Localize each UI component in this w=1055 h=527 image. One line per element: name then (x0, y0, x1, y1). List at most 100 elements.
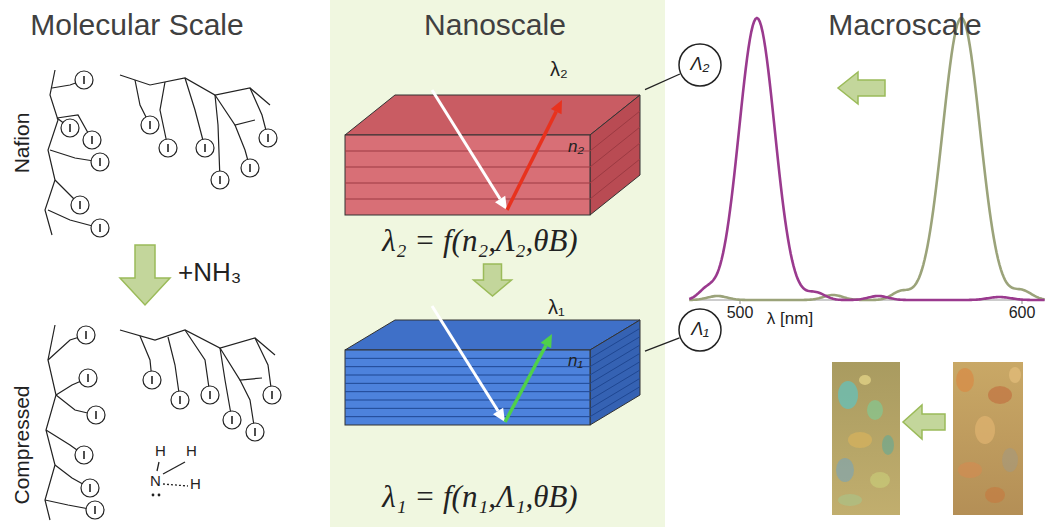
ion-circle (223, 411, 241, 429)
scale-heading: Nanoscale (424, 8, 566, 41)
slab-symbol: λ₁ (548, 296, 565, 318)
photo-spot (859, 375, 871, 385)
layer-line (345, 383, 590, 384)
charge-mark (151, 376, 153, 384)
ion-circle (143, 371, 161, 389)
slab-symbol: n₁ (568, 352, 583, 371)
polymer-chains (45, 70, 281, 520)
layer-line (345, 408, 590, 409)
charge-mark (219, 176, 221, 184)
bragg-equation: λ₁ = f(n₁,Λ₁,θB) (382, 480, 577, 514)
period-circle: Λ₁ (678, 308, 722, 352)
sulfonate-group (71, 196, 89, 214)
photo-spot (838, 381, 858, 409)
sulfonate-group (61, 119, 79, 137)
atom-symbol: N (150, 473, 161, 490)
charge-mark (85, 331, 87, 339)
spectrum-curve (689, 18, 1044, 300)
atom-symbol: H (186, 443, 197, 460)
sulfonate-group (211, 171, 229, 189)
state-label: Compressed (10, 385, 33, 504)
ion-circle (259, 129, 277, 147)
polymer-chain (185, 78, 205, 148)
bond (157, 462, 159, 471)
photo-spot (836, 458, 854, 482)
charge-mark (249, 164, 251, 172)
charge-mark (231, 416, 233, 424)
sulfonate-group (201, 386, 219, 404)
sulfonate-group (246, 423, 264, 441)
ion-circle (91, 153, 109, 171)
sulfonate-group (241, 159, 259, 177)
slab-symbol: n₂ (568, 138, 584, 157)
ion-circle (201, 386, 219, 404)
photo-ground (832, 362, 900, 515)
ray-head (495, 196, 507, 210)
layer-line (590, 111, 640, 151)
ion-circle (77, 326, 95, 344)
scale-heading: Molecular Scale (30, 8, 243, 41)
charge-mark (83, 451, 85, 459)
ion-circle (159, 139, 177, 157)
axis-tick-label: 500 (727, 304, 754, 322)
sulfonate-group (83, 131, 101, 149)
layer-line (590, 387, 640, 417)
sulfonate-group (79, 369, 97, 387)
layer-line (345, 400, 590, 401)
multilayer-slab: λ₂n₂λ₂ = f(n₂,Λ₂,θB) (340, 52, 645, 264)
lone-pair (158, 494, 161, 497)
sulfonate-group (196, 139, 214, 157)
photo-spot (958, 462, 982, 478)
ion-circle (171, 391, 189, 409)
layer-line (345, 366, 590, 367)
layer-line (590, 370, 640, 400)
charge-mark (267, 134, 269, 142)
charge-mark (87, 374, 89, 382)
charge-mark (94, 506, 96, 514)
sulfonate-group (223, 411, 241, 429)
bragg-equation: λ₂ = f(n₂,Λ₂,θB) (382, 224, 577, 258)
bond (163, 462, 185, 474)
charge-mark (209, 391, 211, 399)
light-ray (432, 306, 498, 411)
charge-mark (69, 124, 71, 132)
photo-ground (953, 362, 1023, 515)
charge-mark (99, 158, 101, 166)
lone-pair (152, 494, 155, 497)
period-symbol: Λ₂ (691, 55, 710, 75)
charge-mark (89, 484, 91, 492)
layer-line (345, 391, 590, 392)
hashed-bond (163, 484, 188, 486)
sulfonate-group (75, 71, 93, 89)
circle-outline (679, 309, 721, 351)
scale-heading: Macroscale (828, 8, 981, 41)
layer-line (590, 353, 640, 383)
charge-mark (254, 428, 256, 436)
photo-spot (988, 386, 1012, 404)
ion-circle (79, 369, 97, 387)
ion-circle (246, 423, 264, 441)
photo-spot (1002, 448, 1018, 472)
photo-spot (838, 494, 862, 506)
photo-spot (882, 435, 894, 455)
layer-line (590, 362, 640, 392)
charge-mark (179, 396, 181, 404)
slab-side (590, 320, 640, 425)
sulfonate-group (77, 326, 95, 344)
ion-circle (86, 501, 104, 519)
shift-arrow (903, 405, 945, 439)
light-ray (432, 90, 500, 199)
photo-spot (985, 487, 1005, 503)
ray-head (551, 100, 562, 114)
layer-line (345, 183, 590, 184)
photo-spot (956, 368, 974, 392)
ion-circle (196, 139, 214, 157)
slab-top (345, 95, 640, 135)
sample-photo (832, 362, 900, 515)
ion-circle (141, 116, 159, 134)
leader-line (645, 74, 680, 90)
polymer-chain (160, 82, 168, 148)
layer-line (345, 416, 590, 417)
sulfonate-group (81, 479, 99, 497)
polymer-chain (120, 75, 270, 105)
